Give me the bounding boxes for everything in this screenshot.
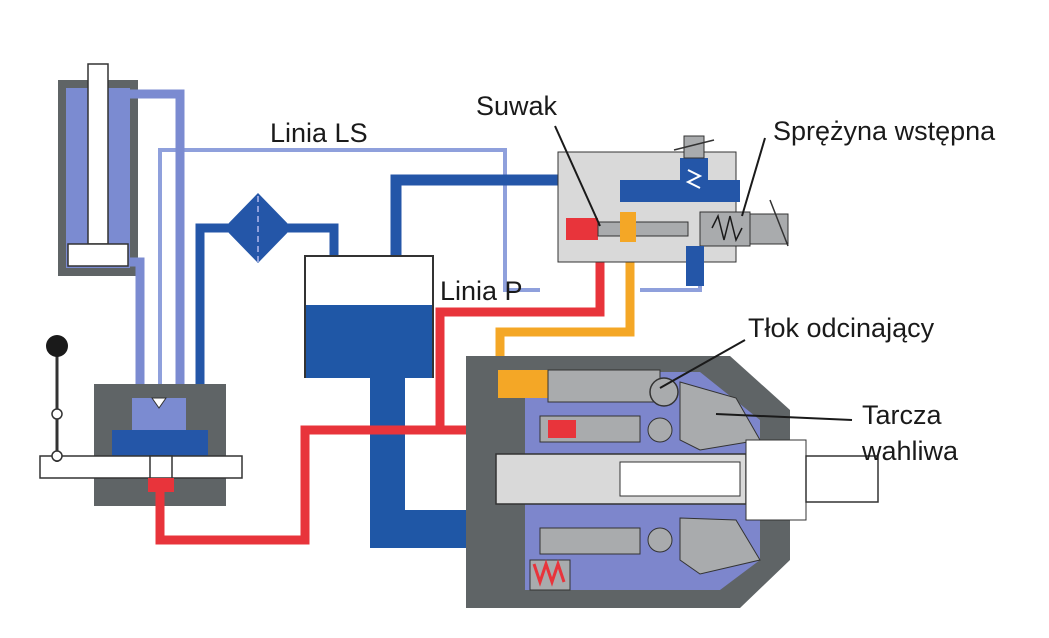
hydraulic-cylinder: [58, 63, 138, 276]
control-lever: [46, 335, 68, 462]
label-spool: Suwak: [476, 91, 558, 121]
label-ls-line: Linia LS: [270, 118, 368, 148]
label-swash-plate-1: Tarcza: [862, 400, 943, 430]
label-preload-spring: Sprężyna wstępna: [773, 116, 996, 146]
directional-valve: [39, 384, 243, 506]
leader-lines: [554, 125, 853, 421]
label-swash-plate-2: wahliwa: [861, 436, 959, 466]
label-cutoff-piston: Tłok odcinający: [748, 313, 935, 343]
label-p-line: Linia P: [440, 276, 523, 306]
filter: [224, 193, 292, 263]
regulator-valve: [557, 135, 789, 286]
axial-piston-pump: [466, 356, 879, 608]
